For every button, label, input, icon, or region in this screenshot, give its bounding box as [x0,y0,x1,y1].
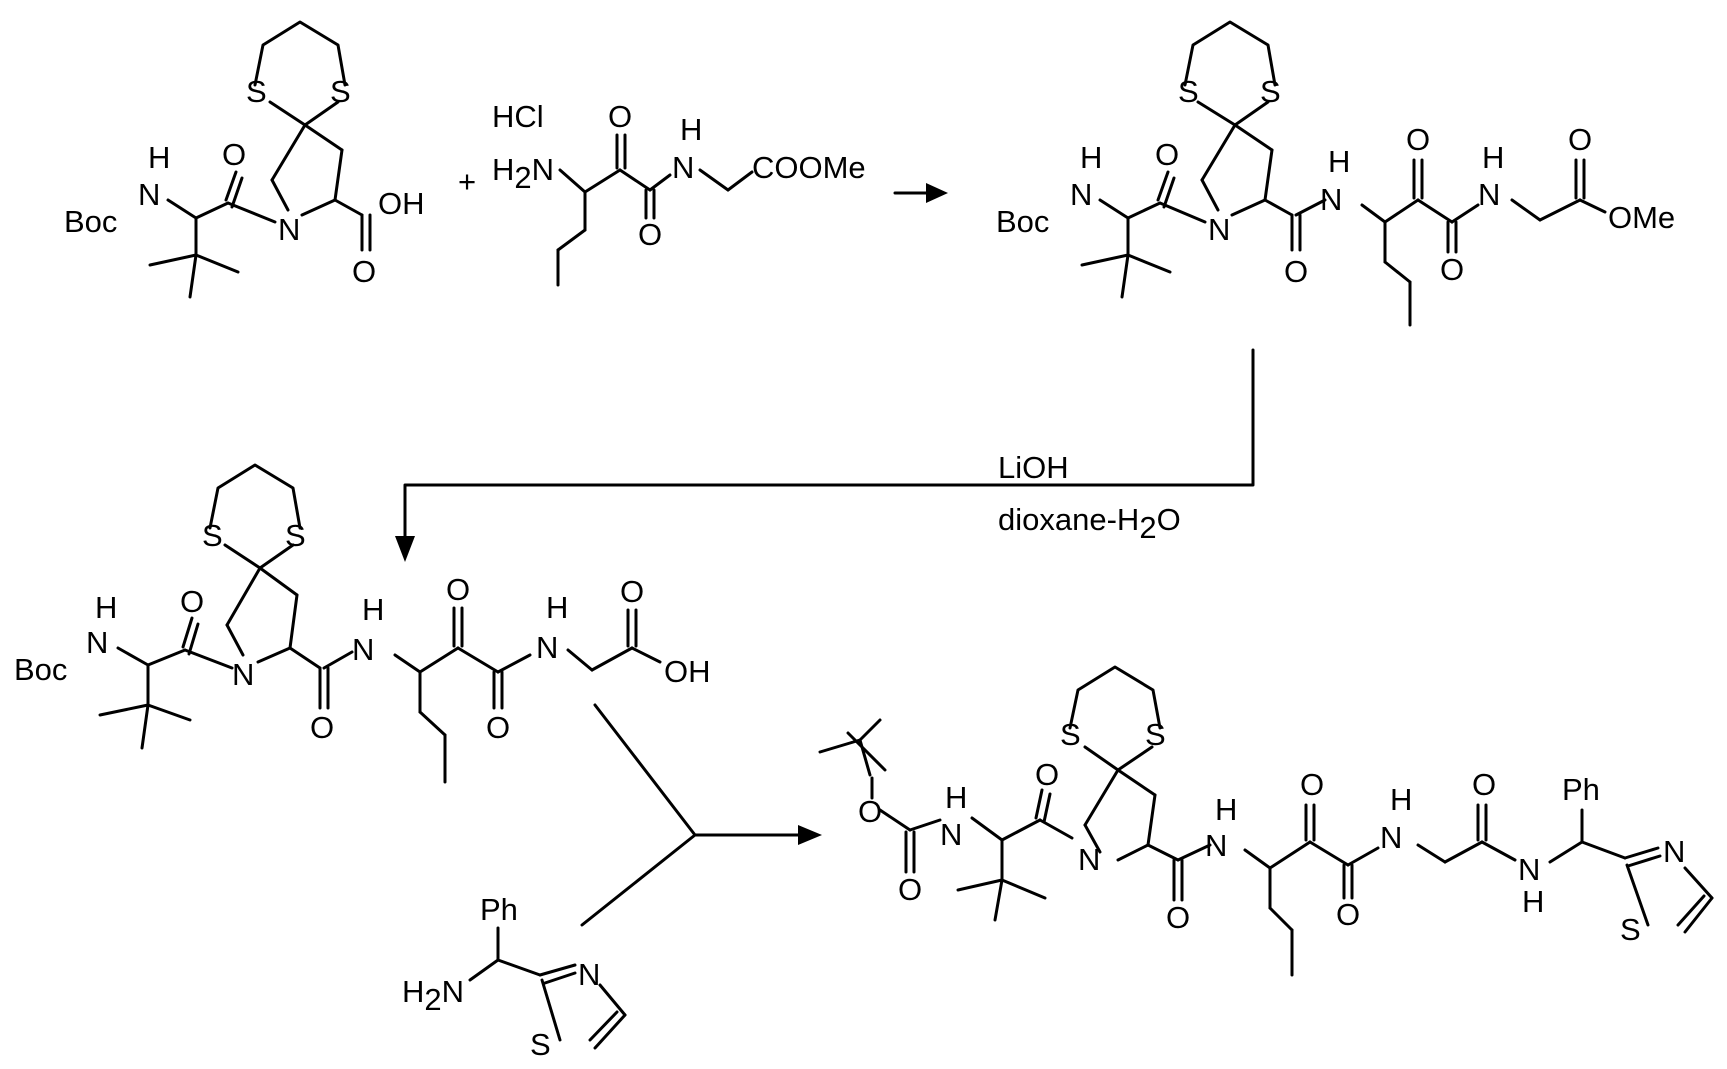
atom-n: N [278,212,300,247]
compound-6-product: O O H N O S S N O H N O O H N O N H Ph N… [820,667,1712,975]
atom-o: O [1406,122,1430,157]
atom-s: S [530,1027,551,1062]
methyl-ester-label: COOMe [752,150,866,185]
atom-o: O [180,584,204,619]
atom-o: O [1155,137,1179,172]
atom-o: O [352,254,376,289]
atom-n: N [1205,828,1227,863]
plus-sign: + [458,164,476,199]
atom-n: N [232,657,254,692]
atom-o: O [638,217,662,252]
atom-s: S [1178,74,1199,109]
atom-n: N [1320,182,1342,217]
atom-n: N [86,625,108,660]
atom-s: S [246,74,267,109]
atom-h: H [1522,884,1544,919]
atom-o: O [1035,757,1059,792]
atom-o: O [1336,897,1360,932]
atom-n: N [536,630,558,665]
atom-h: H [1390,782,1412,817]
atom-s: S [330,74,351,109]
atom-n: N [1478,177,1500,212]
atom-o: O [898,872,922,907]
atom-o: O [1284,254,1308,289]
methoxy-label: OMe [1608,200,1675,235]
compound-4-acid: S S N O H N Boc O H N O O H N O OH [14,465,711,782]
atom-n: N [1078,842,1100,877]
atom-o: O [1472,767,1496,802]
atom-s: S [1260,74,1281,109]
atom-n: N [1208,212,1230,247]
atom-o: O [1440,252,1464,287]
hydroxyl-label: OH [664,654,711,689]
atom-n: N [578,957,600,992]
amine-label: H2N [492,152,554,195]
atom-s: S [1145,717,1166,752]
compound-2-ketoamide-amine-hcl: HCl H2N O O H N COOMe [492,99,866,285]
atom-h: H [1080,140,1102,175]
atom-n: N [672,150,694,185]
boc-label: Boc [14,652,67,687]
arrow-step-3 [582,705,822,925]
atom-h: H [1328,144,1350,179]
atom-o: O [222,137,246,172]
atom-h: H [362,592,384,627]
atom-s: S [202,518,223,553]
reagent-lioh: LiOH [998,450,1069,485]
boc-label: Boc [996,204,1049,239]
atom-o: O [608,99,632,134]
atom-h: H [1482,140,1504,175]
atom-o: O [620,574,644,609]
atom-s: S [1060,717,1081,752]
atom-n: N [138,177,160,212]
atom-h: H [546,590,568,625]
phenyl-label: Ph [1562,772,1600,807]
atom-h: H [95,590,117,625]
atom-o: O [858,794,882,829]
hcl-label: HCl [492,99,544,134]
atom-h: H [680,112,702,147]
atom-n: N [1663,834,1685,869]
atom-n: N [1070,177,1092,212]
atom-h: H [945,780,967,815]
atom-o: O [1568,122,1592,157]
compound-3-methyl-ester: S S N O H N Boc O H N O O H N O OMe [996,22,1675,325]
atom-o: O [1166,900,1190,935]
compound-1-boc-tle-spiro-proline-acid: S S N O H N Boc O OH [64,22,425,297]
atom-h: H [1215,792,1237,827]
atom-n: N [1380,820,1402,855]
atom-s: S [1620,912,1641,947]
atom-s: S [285,518,306,553]
arrow-step-1 [895,183,948,203]
phenyl-label: Ph [480,892,518,927]
atom-o: O [1300,767,1324,802]
atom-n: N [940,817,962,852]
atom-h: H [148,140,170,175]
amine-label: H2N [402,974,464,1017]
atom-o: O [486,710,510,745]
atom-n: N [352,632,374,667]
atom-o: O [310,710,334,745]
boc-label: Boc [64,204,117,239]
atom-o: O [446,572,470,607]
hydroxyl-label: OH [378,186,425,221]
reagent-solvent: dioxane-H2O [998,502,1181,545]
atom-n: N [1518,852,1540,887]
